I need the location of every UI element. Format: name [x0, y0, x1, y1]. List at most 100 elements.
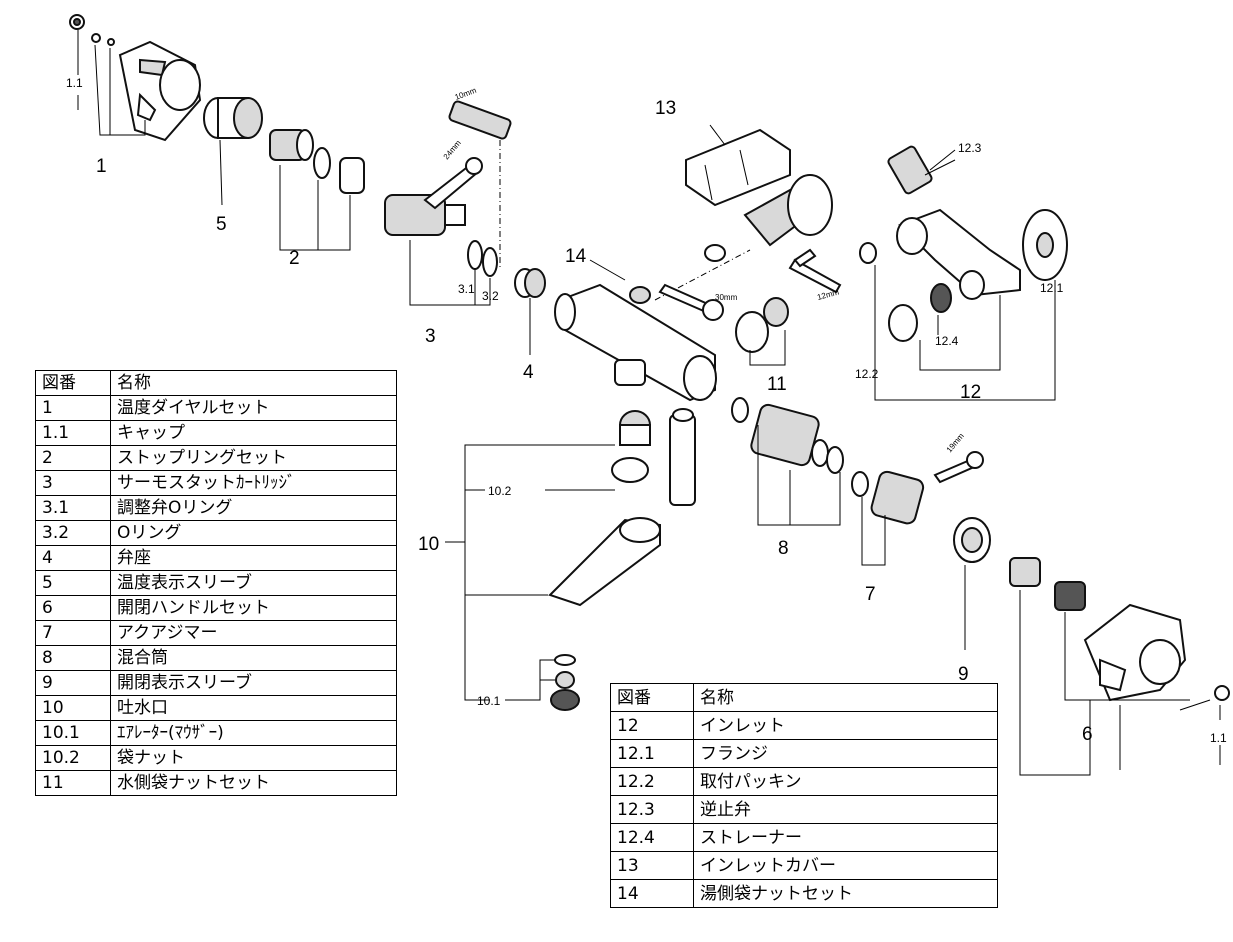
thermostat-cartridge-part	[384, 194, 498, 277]
callout-9: 9	[958, 664, 969, 685]
part-name: ストレーナー	[693, 823, 998, 852]
callout-1: 1	[96, 156, 107, 177]
part-name: インレット	[693, 711, 998, 740]
wrench-24mm	[423, 157, 483, 210]
strainer-part	[888, 283, 952, 342]
valve-seat-part	[514, 268, 546, 298]
header-part-name: 名称	[110, 370, 397, 396]
callout-3-2: 3.2	[482, 289, 499, 303]
stop-ring-part	[269, 129, 365, 194]
callout-12-1: 12.1	[1040, 281, 1064, 295]
callout-12-3: 12.3	[958, 141, 982, 155]
part-number: 10	[35, 695, 111, 721]
part-number: 4	[35, 545, 111, 571]
wrench-19mm	[933, 451, 984, 484]
cap-part	[69, 14, 115, 46]
part-number: 14	[610, 879, 694, 908]
wrench-30mm	[658, 283, 724, 321]
part-name: 調整弁Oリング	[110, 495, 397, 521]
part-name: サーモスタットｶｰﾄﾘｯｼﾞ	[110, 470, 397, 496]
part-number: 11	[35, 770, 111, 796]
part-number: 12.4	[610, 823, 694, 852]
tool-size-30mm: 30mm	[715, 293, 738, 302]
callout-10: 10	[418, 534, 439, 555]
part-name: 袋ナット	[110, 745, 397, 771]
temperature-dial-part	[118, 40, 202, 142]
part-name: 弁座	[110, 545, 397, 571]
callout-14: 14	[565, 246, 587, 267]
header-part-number: 図番	[610, 683, 694, 712]
tool-size-19mm: 19mm	[945, 431, 966, 454]
inlet-part	[859, 208, 1068, 300]
part-number: 10.1	[35, 720, 111, 746]
table-header-row: 図番 名称	[610, 683, 998, 712]
part-name: 逆止弁	[693, 795, 998, 824]
check-valve-part	[887, 145, 956, 195]
callout-10-2: 10.2	[488, 484, 512, 498]
part-name: Oリング	[110, 520, 397, 546]
part-name: 水側袋ナットセット	[110, 770, 397, 796]
callout-12-2: 12.2	[855, 367, 879, 381]
part-name: 温度ダイヤルセット	[110, 395, 397, 421]
part-name: 開閉表示スリーブ	[110, 670, 397, 696]
part-number: 12	[610, 711, 694, 740]
callout-2: 2	[289, 248, 300, 269]
part-number: 6	[35, 595, 111, 621]
part-name: キャップ	[110, 420, 397, 446]
callout-10-1: 10.1	[477, 694, 501, 708]
water-side-nut-part	[735, 297, 789, 353]
part-number: 12.1	[610, 739, 694, 768]
handle-sleeve-part	[953, 517, 991, 563]
part-name: 開閉ハンドルセット	[110, 595, 397, 621]
part-number: 12.2	[610, 767, 694, 796]
tool-size-24mm: 24mm	[442, 138, 463, 161]
part-name: 湯側袋ナットセット	[693, 879, 998, 908]
callout-6: 6	[1082, 724, 1093, 745]
tool-size-10mm: 10mm	[454, 86, 478, 102]
part-number: 3.1	[35, 495, 111, 521]
part-name: ｴｱﾚｰﾀｰ(ﾏｳｻﾞｰ)	[110, 720, 397, 746]
callout-3-1: 3.1	[458, 282, 475, 296]
part-number: 3	[35, 470, 111, 496]
callout-13: 13	[655, 98, 676, 119]
part-number: 12.3	[610, 795, 694, 824]
callout-7: 7	[865, 584, 876, 605]
leader-lines	[77, 30, 1221, 776]
callout-11: 11	[767, 374, 787, 395]
spout-part	[548, 408, 696, 711]
part-number: 5	[35, 570, 111, 596]
callout-12: 12	[960, 382, 981, 403]
header-part-name: 名称	[693, 683, 998, 712]
inlet-cover-part	[685, 128, 791, 207]
table-header-row: 図番 名称	[35, 370, 397, 396]
part-number: 9	[35, 670, 111, 696]
part-name: 吐水口	[110, 695, 397, 721]
mixing-tube-part	[731, 397, 844, 474]
handle-part	[1009, 557, 1230, 711]
callout-1-1-right: 1.1	[1210, 731, 1227, 745]
part-number: 8	[35, 645, 111, 671]
part-number: 10.2	[35, 745, 111, 771]
